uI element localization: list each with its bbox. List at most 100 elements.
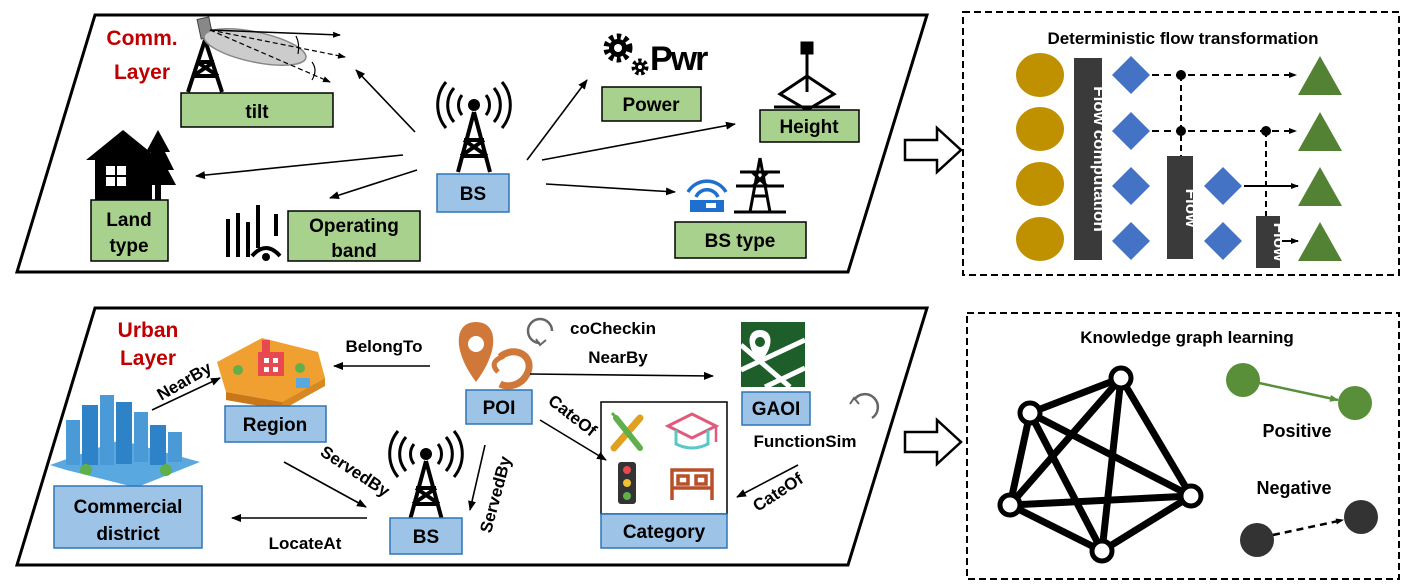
signal-bars-icon xyxy=(226,205,282,261)
edge-bs-tilt xyxy=(355,69,416,133)
diamond-4 xyxy=(1112,222,1150,260)
flow-bar-2 xyxy=(1256,216,1280,268)
bs-type-node xyxy=(674,221,807,259)
bs-tower-icon xyxy=(436,81,512,173)
bs-label: BS xyxy=(460,184,486,205)
graph-node-2 xyxy=(1017,400,1043,426)
region-node xyxy=(224,405,327,443)
edge-bs-band xyxy=(329,169,418,200)
negative-node-b xyxy=(1344,500,1378,534)
graph-nodes xyxy=(997,365,1204,564)
flow-bar-2-label: Flow xyxy=(1270,223,1289,262)
diamond-2 xyxy=(1112,112,1150,150)
hollow-arrow-bottom xyxy=(903,417,963,467)
edge-gaoi-category xyxy=(736,464,799,498)
tilt-tower-icon xyxy=(186,16,346,93)
negative-label: Negative xyxy=(1256,478,1331,498)
bs-tower-icon-urban xyxy=(388,430,464,521)
pylon-icon xyxy=(734,157,786,214)
bed-icon xyxy=(670,468,714,500)
region-label: Region xyxy=(243,415,307,436)
cycle-arrow-icon-gaoi xyxy=(849,392,880,420)
hollow-arrow-top xyxy=(903,125,963,175)
poi-label: POI xyxy=(483,398,516,419)
traffic-light-icon xyxy=(618,462,636,504)
edge-label-cocheckin: coCheckin xyxy=(570,319,656,338)
edge-region-bs xyxy=(283,461,367,508)
triangle-4 xyxy=(1298,222,1342,261)
height-node xyxy=(759,109,860,143)
flow-computation-bar xyxy=(1074,58,1102,260)
urban-layer-title-line2: Layer xyxy=(120,347,176,370)
output-triangles xyxy=(1298,56,1342,261)
fork-knife-icon xyxy=(610,411,644,452)
negative-node-a xyxy=(1240,523,1274,557)
graph-node-5 xyxy=(1089,538,1115,564)
triangle-2 xyxy=(1298,112,1342,151)
comm-layer-title: Comm. xyxy=(106,27,177,50)
flow-bar-1 xyxy=(1167,156,1193,259)
commercial-district-label: Commercial xyxy=(74,497,183,518)
edge-bs-landtype xyxy=(195,154,404,180)
graph-node-4 xyxy=(1178,483,1204,509)
knowledge-graph xyxy=(1006,374,1195,555)
diamond-3 xyxy=(1112,167,1150,205)
edge-label-functionsim: FunctionSim xyxy=(754,432,857,451)
commercial-district-label-line2: district xyxy=(96,524,160,545)
operating-band-label: Operating xyxy=(309,216,399,237)
cycle-arrow-icon xyxy=(526,317,554,347)
tilt-node xyxy=(180,92,334,128)
edge-label-nearby-top: NearBy xyxy=(588,348,648,367)
kg-panel: Knowledge graph learning Positive xyxy=(966,312,1400,580)
graph-node-1 xyxy=(1108,365,1134,391)
bs-type-label: BS type xyxy=(705,231,776,252)
junction-dots xyxy=(1176,70,1271,136)
urban-layer-title: Urban xyxy=(118,319,179,342)
graph-node-3 xyxy=(997,492,1023,518)
input-ellipses xyxy=(1016,53,1064,261)
category-label: Category xyxy=(623,522,706,543)
edge-poi-bs xyxy=(468,444,486,511)
comm-layer-title-line2: Layer xyxy=(114,61,170,84)
positive-node-a xyxy=(1226,363,1260,397)
edge-bs-bstype xyxy=(545,183,676,196)
flow-computation-label: Flow computation xyxy=(1090,86,1109,231)
land-type-node xyxy=(90,199,169,262)
diamonds xyxy=(1112,56,1242,260)
edge-bs-power xyxy=(526,79,588,161)
comm-edges xyxy=(195,69,736,200)
edge-label-locateat: LocateAt xyxy=(269,534,342,553)
graduation-cap-icon xyxy=(664,412,720,450)
poi-node xyxy=(465,389,533,425)
operating-band-node xyxy=(287,210,421,262)
ellipse-3 xyxy=(1016,162,1064,206)
triangle-1 xyxy=(1298,56,1342,95)
gaoi-label: GAOI xyxy=(752,399,801,420)
ellipse-2 xyxy=(1016,107,1064,151)
negative-pair xyxy=(1240,500,1378,557)
tilt-label: tilt xyxy=(245,102,269,123)
map-pin-icon xyxy=(458,322,533,390)
ellipse-4 xyxy=(1016,217,1064,261)
bs-node xyxy=(436,173,510,213)
land-type-label: Land xyxy=(106,210,151,231)
router-icon xyxy=(686,179,728,212)
operating-band-label-line2: band xyxy=(331,241,376,262)
bs-label-urban: BS xyxy=(413,527,439,548)
ellipse-1 xyxy=(1016,53,1064,97)
city-icon xyxy=(50,395,200,492)
land-type-label-line2: type xyxy=(109,236,148,257)
edge-bs-height xyxy=(541,121,736,161)
triangle-3 xyxy=(1298,167,1342,206)
positive-label: Positive xyxy=(1262,421,1331,441)
bs-node-urban xyxy=(389,517,463,555)
diamond-6 xyxy=(1204,222,1242,260)
diamond-1 xyxy=(1112,56,1150,94)
category-node xyxy=(600,513,728,549)
gear-icon xyxy=(603,33,649,76)
edge-label-belongto: BelongTo xyxy=(345,337,422,356)
diamond-5 xyxy=(1204,167,1242,205)
positive-node-b xyxy=(1338,386,1372,420)
gaoi-map-icon xyxy=(739,322,807,390)
